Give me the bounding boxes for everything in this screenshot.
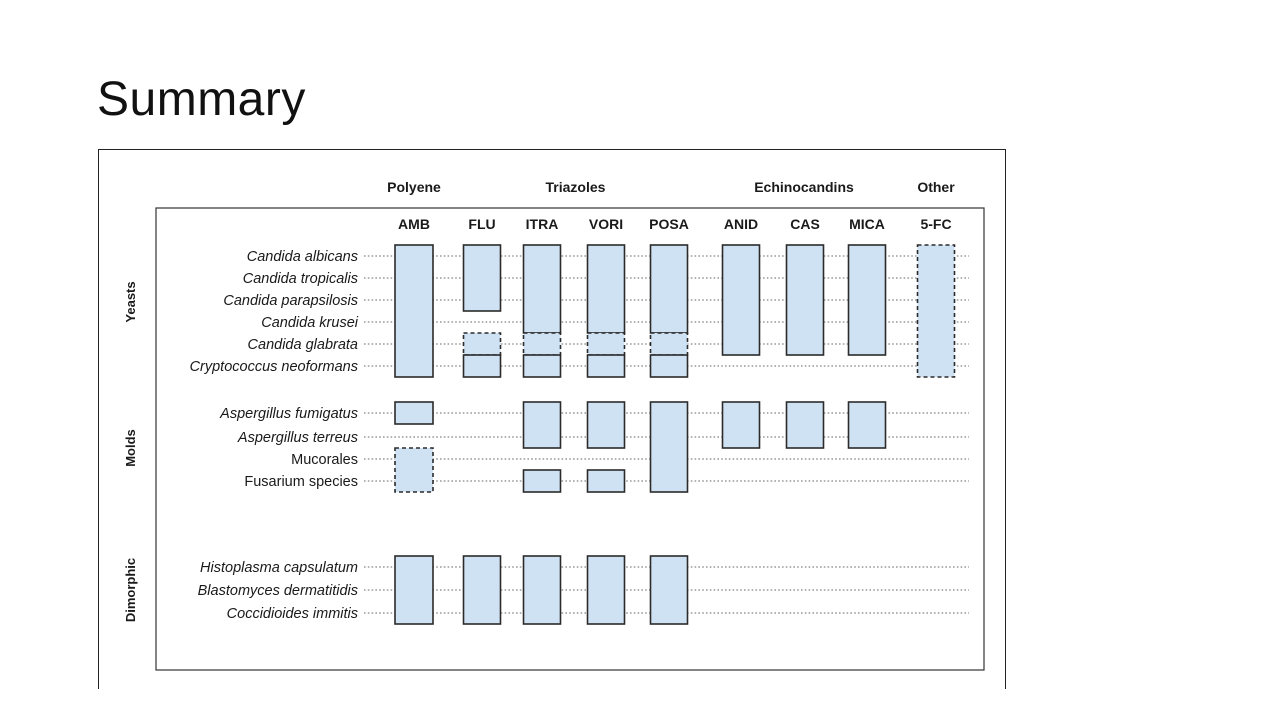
group-header-polyene: Polyene [387, 179, 441, 195]
organism-label-aspergillus-fumigatus: Aspergillus fumigatus [219, 406, 358, 422]
organism-label-candida-krusei: Candida krusei [261, 315, 358, 331]
activity-bar-mica-aspergillus-fumigatus-to-aspergillus-terreus [847, 401, 887, 449]
organism-label-fusarium-species: Fusarium species [244, 474, 358, 490]
activity-bar-vori-candida-albicans-to-candida-krusei [586, 244, 626, 334]
drug-header-5-fc: 5-FC [920, 216, 951, 232]
activity-bar-itra-candida-albicans-to-candida-krusei [522, 244, 562, 334]
activity-bar-vori-candida-glabrata [586, 332, 626, 356]
category-label-dimorphic: Dimorphic [123, 558, 138, 622]
organism-label-coccidioides-immitis: Coccidioides immitis [227, 606, 358, 622]
activity-bar-vori-fusarium-species [586, 469, 626, 493]
activity-bar-vori-cryptococcus-neoformans [586, 354, 626, 378]
activity-bar-mica-candida-albicans-to-candida-glabrata [847, 244, 887, 356]
organism-label-aspergillus-terreus: Aspergillus terreus [237, 430, 358, 446]
activity-bar-posa-candida-albicans-to-candida-krusei [649, 244, 689, 334]
activity-bar-amb-histoplasma-capsulatum-to-coccidioides-immitis [394, 555, 434, 625]
drug-header-posa: POSA [649, 216, 689, 232]
activity-bar-posa-aspergillus-fumigatus-to-fusarium-species [649, 401, 689, 493]
activity-bar-amb-aspergillus-fumigatus [394, 401, 434, 425]
activity-bar-flu-candida-glabrata [462, 332, 502, 356]
organism-label-candida-glabrata: Candida glabrata [248, 337, 358, 353]
activity-bar-5-fc-candida-albicans-to-cryptococcus-neoformans [916, 244, 956, 378]
slide-title: Summary [97, 73, 306, 126]
activity-bar-flu-histoplasma-capsulatum-to-coccidioides-immitis [462, 555, 502, 625]
activity-bar-posa-candida-glabrata [649, 332, 689, 356]
category-label-yeasts: Yeasts [123, 281, 138, 322]
activity-bar-anid-aspergillus-fumigatus-to-aspergillus-terreus [721, 401, 761, 449]
activity-bar-amb-mucorales-to-fusarium-species [394, 447, 434, 493]
activity-bar-posa-histoplasma-capsulatum-to-coccidioides-immitis [649, 555, 689, 625]
activity-bar-itra-histoplasma-capsulatum-to-coccidioides-immitis [522, 555, 562, 625]
drug-header-cas: CAS [790, 216, 820, 232]
drug-header-amb: AMB [398, 216, 430, 232]
inner-frame [155, 207, 985, 671]
drug-header-itra: ITRA [526, 216, 559, 232]
activity-bar-flu-candida-albicans-to-candida-parapsilosis [462, 244, 502, 312]
activity-bar-flu-cryptococcus-neoformans [462, 354, 502, 378]
organism-label-histoplasma-capsulatum: Histoplasma capsulatum [200, 560, 358, 576]
group-header-echinocandins: Echinocandins [754, 179, 854, 195]
activity-bar-vori-histoplasma-capsulatum-to-coccidioides-immitis [586, 555, 626, 625]
group-header-other: Other [917, 179, 955, 195]
drug-header-vori: VORI [589, 216, 623, 232]
activity-bar-posa-cryptococcus-neoformans [649, 354, 689, 378]
category-label-molds: Molds [123, 429, 138, 467]
activity-bar-itra-aspergillus-fumigatus-to-aspergillus-terreus [522, 401, 562, 449]
organism-label-mucorales: Mucorales [291, 452, 358, 468]
drug-header-anid: ANID [724, 216, 758, 232]
activity-bars [394, 244, 956, 625]
activity-bar-itra-cryptococcus-neoformans [522, 354, 562, 378]
activity-bar-amb-candida-albicans-to-cryptococcus-neoformans [394, 244, 434, 378]
activity-bar-itra-candida-glabrata [522, 332, 562, 356]
organism-label-blastomyces-dermatitidis: Blastomyces dermatitidis [198, 583, 358, 599]
activity-bar-anid-candida-albicans-to-candida-glabrata [721, 244, 761, 356]
drug-header-mica: MICA [849, 216, 885, 232]
organism-label-candida-tropicalis: Candida tropicalis [243, 271, 358, 287]
activity-bar-cas-aspergillus-fumigatus-to-aspergillus-terreus [785, 401, 825, 449]
drug-header-flu: FLU [468, 216, 495, 232]
organism-label-candida-albicans: Candida albicans [247, 249, 358, 265]
activity-bar-cas-candida-albicans-to-candida-glabrata [785, 244, 825, 356]
activity-bar-itra-fusarium-species [522, 469, 562, 493]
organism-label-candida-parapsilosis: Candida parapsilosis [223, 293, 358, 309]
organism-label-cryptococcus-neoformans: Cryptococcus neoformans [190, 359, 358, 375]
activity-bar-vori-aspergillus-fumigatus-to-aspergillus-terreus [586, 401, 626, 449]
group-header-triazoles: Triazoles [546, 179, 606, 195]
